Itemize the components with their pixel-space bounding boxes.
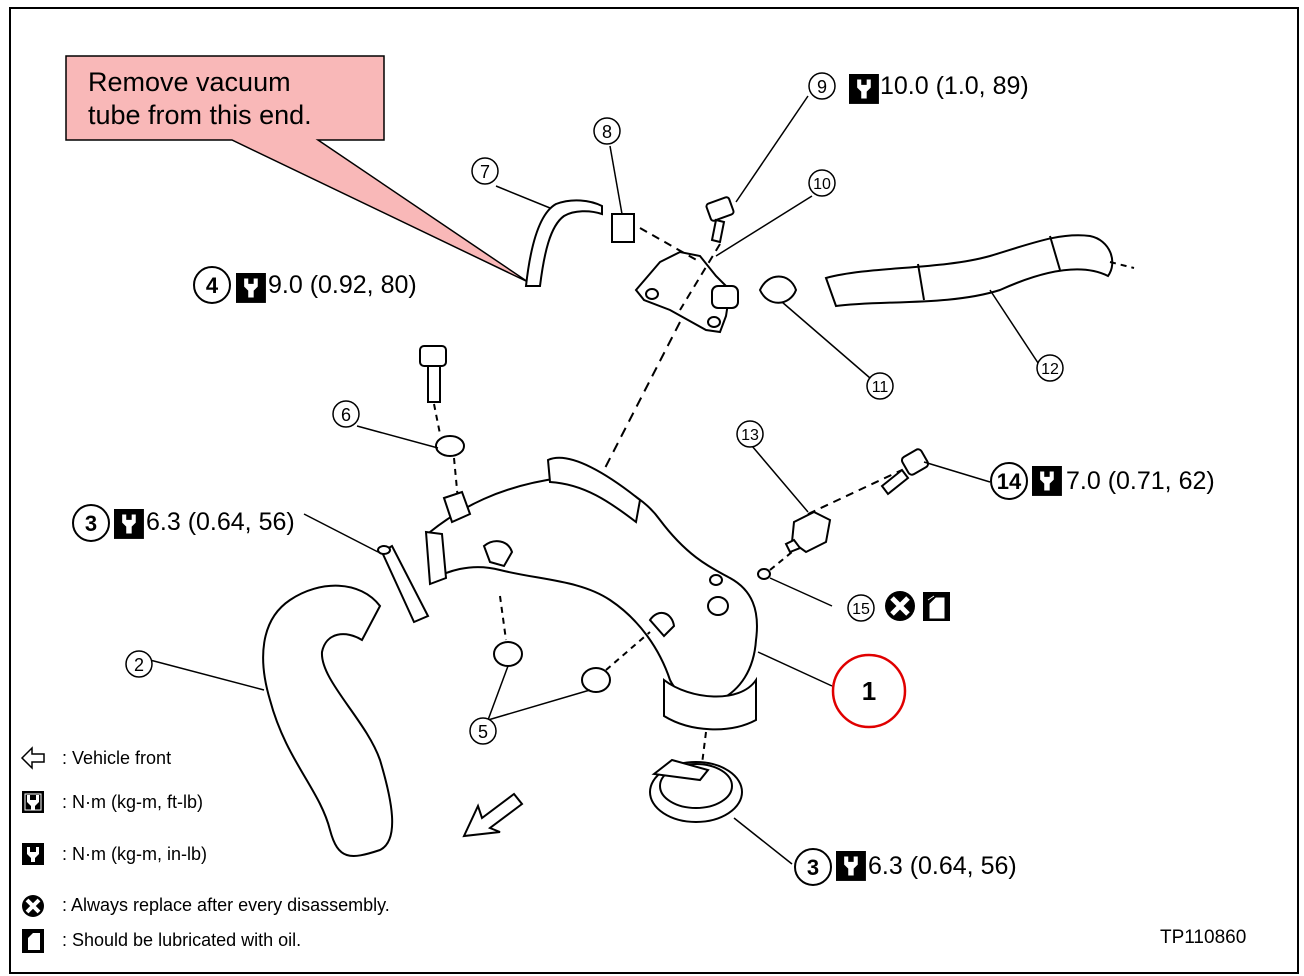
nuts-5: [493, 595, 651, 693]
water-pipe-1: [424, 456, 758, 731]
legend-torque-in-lb: : N·m (kg-m, in-lb): [62, 844, 207, 864]
hose-2: [262, 584, 394, 857]
washer-6: [435, 435, 465, 501]
callout-box: [65, 55, 529, 283]
oil-can-icon: [923, 592, 950, 621]
diagram-frame: [9, 7, 1299, 974]
housing-10: [634, 250, 798, 334]
torque-spec-4: 9.0 (0.92, 80): [268, 271, 417, 299]
bolt-4: [419, 345, 447, 435]
part-label-2: 2: [134, 655, 144, 675]
part-number-circles: [72, 72, 1064, 886]
bolt-14: [880, 448, 930, 496]
part-label-6: 6: [341, 405, 351, 425]
torque-spec-3-left: 6.3 (0.64, 56): [146, 508, 295, 536]
clamp-3-bottom: [649, 731, 743, 823]
part-label-1: 1: [862, 676, 876, 706]
sensor-13: [757, 469, 903, 580]
part-label-10: 10: [813, 176, 831, 193]
part-number-labels: 7 8 9 10 11 12 6 13 15 2 5 4 3 14 3 1: [85, 77, 1059, 880]
part-label-7: 7: [480, 162, 490, 182]
assembly-line: [603, 321, 681, 471]
replace-x-icon: [885, 591, 915, 621]
torque-spec-14: 7.0 (0.71, 62): [1066, 467, 1215, 495]
callout-text: Remove vacuum tube from this end.: [88, 66, 388, 132]
part-label-15: 15: [852, 601, 870, 618]
part-label-5: 5: [478, 722, 488, 742]
legend-lubricate: : Should be lubricated with oil.: [62, 930, 302, 950]
callout-line-1: Remove vacuum: [88, 67, 291, 97]
part-label-14: 14: [997, 469, 1022, 494]
torque-wrench-solid-icon: [22, 843, 44, 865]
bolt-9: [679, 196, 735, 311]
figure-code: TP110860: [1160, 927, 1247, 948]
legend-icons: [20, 746, 45, 953]
part-label-11: 11: [872, 379, 889, 396]
part-label-9: 9: [817, 77, 827, 97]
part-label-3-left: 3: [85, 511, 97, 536]
clamp-3-left: [377, 544, 430, 624]
torque-spec-9: 10.0 (1.0, 89): [880, 72, 1029, 100]
part-label-4: 4: [206, 273, 219, 298]
legend-replace-x-icon: [22, 895, 44, 917]
part-label-8: 8: [602, 122, 612, 142]
part-label-3-bottom: 3: [807, 855, 819, 880]
vacuum-tube-7: [524, 199, 701, 287]
callout-line-2: tube from this end.: [88, 100, 312, 130]
hose-12: [824, 234, 1135, 308]
part-label-12: 12: [1041, 361, 1059, 378]
part-label-13: 13: [741, 427, 759, 444]
torque-spec-3-bottom: 6.3 (0.64, 56): [868, 852, 1017, 880]
legend-replace: : Always replace after every disassembly…: [62, 895, 390, 915]
torque-wrench-icon: [22, 791, 44, 813]
legend-torque-ft-lb: : N·m (kg-m, ft-lb): [62, 792, 203, 812]
leader-lines: [149, 95, 1045, 865]
legend-vehicle-front: : Vehicle front: [62, 748, 172, 768]
highlight-circle-1: [831, 653, 907, 729]
vehicle-front-arrow: [462, 792, 524, 838]
arrow-left-icon: [20, 746, 45, 770]
legend-oil-can-icon: [22, 929, 44, 953]
